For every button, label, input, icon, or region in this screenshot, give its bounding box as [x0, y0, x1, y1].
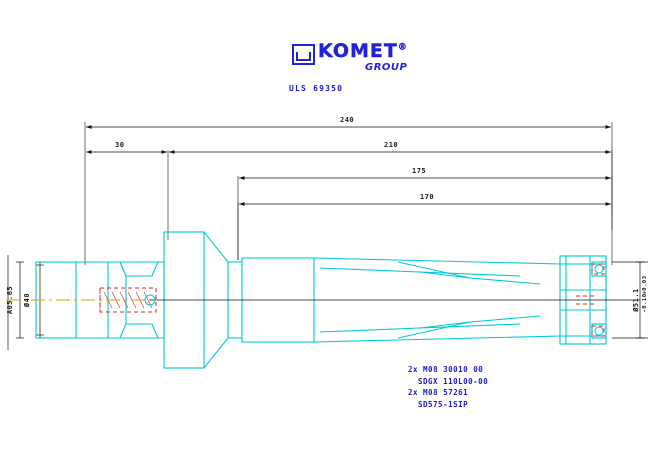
dimension-shank-length: 30 — [115, 141, 125, 149]
dimension-lines — [86, 125, 611, 206]
dimension-body-length: 210 — [384, 141, 399, 149]
extension-lines — [84, 122, 613, 265]
note-line-2: SDGX 110L00-00 — [418, 376, 489, 386]
tolerance-lower-label: -0.10 — [642, 293, 648, 313]
right-vertical-dimension — [612, 261, 648, 339]
note-line-1: 2x M08 30010 00 — [408, 365, 484, 374]
center-axis-line — [6, 294, 640, 306]
dimension-shank-diameter: Ø40 — [23, 292, 31, 308]
brand-subtitle: GROUP — [365, 62, 408, 73]
note-line-3: 2x M08 57261 — [408, 388, 469, 397]
note-line-4: SD575-1SIP — [418, 399, 469, 409]
part-number-label: ULS 69350 — [289, 84, 344, 93]
dimension-flute-length-outer: 175 — [412, 167, 427, 175]
dimension-shank-flat: A05.65 — [6, 285, 14, 315]
brand-name: KOMET® — [318, 40, 408, 62]
dimension-cutting-diameter: Ø51.1 — [632, 288, 640, 312]
dimension-flute-length-inner: 170 — [420, 193, 435, 201]
komet-square-logo-icon — [292, 44, 315, 65]
dimension-overall-length: 240 — [340, 116, 355, 124]
brand-text: KOMET — [318, 40, 398, 62]
registered-mark: ® — [397, 42, 408, 53]
insert-specification-notes: 2x M08 30010 00 SDGX 110L00-00 2x M08 57… — [408, 364, 488, 410]
